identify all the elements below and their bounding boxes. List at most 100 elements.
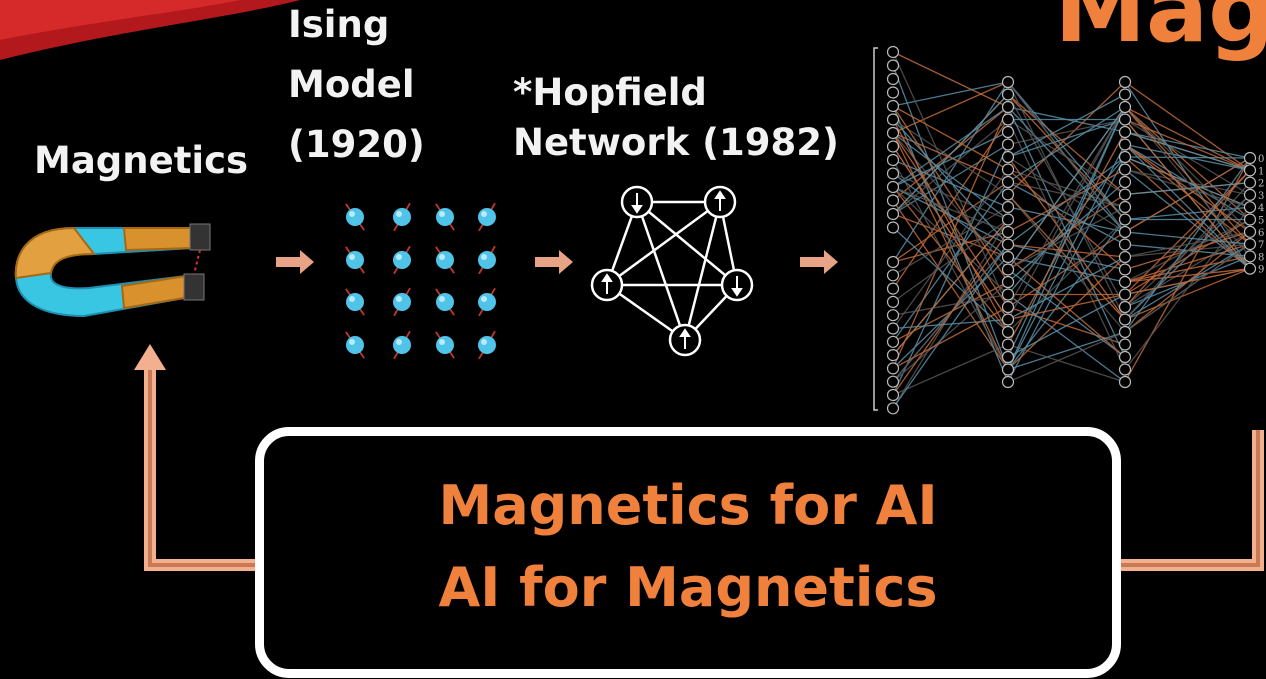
ising-label-line2: Model: [288, 63, 415, 106]
network-node: [1001, 113, 1015, 126]
network-node: [886, 309, 900, 322]
hopfield-label-line1: *Hopfield: [513, 71, 707, 114]
output-node-label: 6: [1258, 228, 1264, 239]
network-node: [1243, 151, 1257, 165]
network-node: [1001, 175, 1015, 189]
network-node: [1001, 100, 1015, 114]
spin-site: [393, 287, 411, 317]
network-node: [1001, 338, 1015, 351]
network-node: [1118, 238, 1132, 251]
spin-site: [435, 288, 455, 316]
network-node: [1243, 250, 1257, 263]
spin-site: [345, 331, 365, 359]
network-node: [1243, 238, 1257, 251]
network-node: [886, 180, 900, 194]
network-node: [1118, 225, 1132, 239]
output-node-label: 3: [1258, 191, 1264, 202]
network-node: [1243, 164, 1257, 177]
network-node: [886, 335, 900, 348]
network-node: [1118, 288, 1132, 301]
output-node-label: 7: [1258, 240, 1264, 251]
output-node-label: 2: [1258, 179, 1264, 190]
network-node: [886, 194, 900, 207]
network-node: [1118, 75, 1132, 89]
network-node: [1001, 150, 1015, 164]
arrow-right-icon: [535, 250, 573, 274]
arrow-right-icon: [800, 250, 838, 274]
network-node: [1001, 138, 1015, 151]
network-node: [1118, 325, 1132, 339]
network-node: [886, 295, 900, 308]
network-node: [1118, 275, 1132, 289]
spin-site: [345, 288, 365, 316]
network-node: [886, 153, 900, 167]
spin-site: [435, 203, 455, 231]
network-node: [1001, 313, 1015, 326]
network-node: [886, 255, 900, 269]
spin-site: [478, 202, 496, 232]
network-node: [1001, 363, 1015, 376]
network-node: [886, 402, 900, 415]
spin-site: [345, 246, 365, 274]
network-node: [886, 140, 900, 153]
page-heading-partial: Mag: [1054, 0, 1266, 63]
network-node: [1243, 201, 1257, 214]
network-node: [1243, 225, 1257, 238]
ising-label-line1: Ising: [288, 3, 390, 46]
hopfield-network-graph: [590, 185, 754, 357]
network-node: [886, 86, 900, 99]
network-node: [1001, 325, 1015, 339]
red-swoosh-decoration: [0, 0, 300, 60]
output-node-label: 1: [1258, 166, 1264, 177]
magnetics-label: Magnetics: [34, 139, 249, 182]
network-node: [1118, 125, 1132, 139]
network-node: [1001, 75, 1015, 89]
network-node: [886, 282, 900, 295]
network-node: [1118, 250, 1132, 264]
network-node: [1001, 375, 1015, 389]
callout-line-2: AI for Magnetics: [438, 556, 938, 619]
network-node: [1001, 300, 1015, 314]
network-node: [1118, 163, 1132, 176]
network-node: [1243, 188, 1257, 201]
network-node: [1118, 338, 1132, 351]
network-node: [1118, 375, 1132, 389]
output-node-label: 5: [1258, 216, 1264, 227]
hopfield-label-line2: Network (1982): [513, 121, 839, 164]
network-node: [1001, 225, 1015, 239]
network-node: [1243, 262, 1257, 275]
network-node: [1118, 113, 1132, 126]
network-node: [886, 375, 900, 388]
network-node: [1001, 275, 1015, 289]
feedback-loop-arrows: [134, 344, 1264, 571]
network-node: [886, 45, 900, 59]
network-node: [1118, 300, 1132, 314]
network-node: [1118, 100, 1132, 114]
network-node: [886, 322, 900, 335]
network-node: [1118, 138, 1132, 151]
network-node: [1001, 350, 1015, 364]
output-node-label: 8: [1258, 252, 1264, 263]
spin-site: [478, 287, 496, 317]
network-node: [886, 221, 900, 234]
spin-site: [478, 330, 496, 360]
network-node: [886, 59, 900, 72]
network-node: [1118, 200, 1132, 214]
network-node: [886, 113, 900, 126]
network-node: [886, 349, 900, 362]
network-node: [1118, 150, 1132, 164]
network-node: [1243, 213, 1257, 226]
network-node: [886, 388, 900, 402]
network-layer: [1001, 75, 1015, 389]
output-node-label: 4: [1258, 203, 1264, 214]
network-node: [1118, 263, 1132, 276]
network-node: [886, 362, 900, 375]
spin-site: [435, 331, 455, 359]
spin-site: [393, 330, 411, 360]
network-node: [1001, 88, 1015, 101]
network-node: [1001, 288, 1015, 301]
spin-site: [345, 203, 365, 231]
network-edges: [892, 51, 1251, 409]
network-layer: [1118, 75, 1132, 389]
